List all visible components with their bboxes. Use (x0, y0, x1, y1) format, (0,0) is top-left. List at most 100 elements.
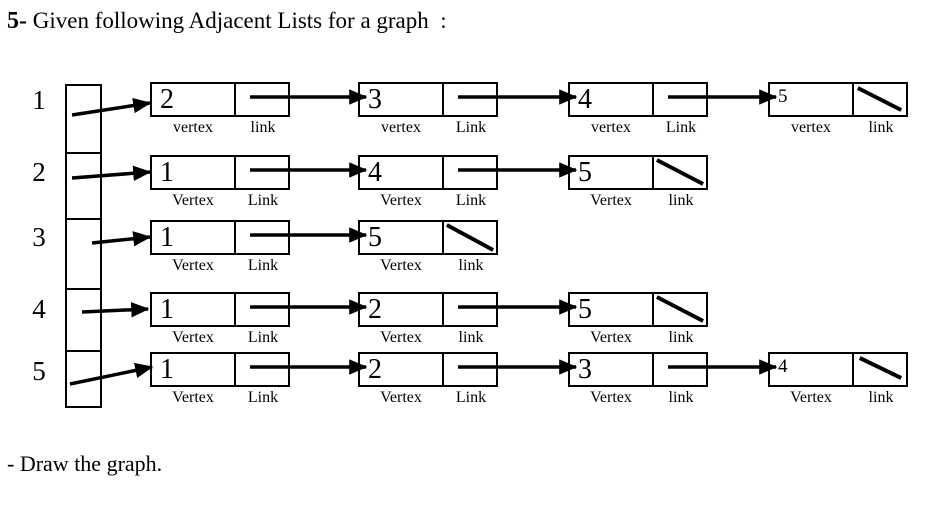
vertex-cell: 3 (570, 354, 654, 385)
list-node: 3 vertex Link (358, 82, 498, 136)
vertex-cell: 2 (360, 294, 444, 325)
vertex-cell: 1 (152, 157, 236, 188)
vertex-cell: 4 (570, 84, 654, 115)
vertex-cell: 5 (360, 222, 444, 253)
list-node: 1 Vertex Link (150, 220, 290, 274)
vertex-cell: 2 (360, 354, 444, 385)
vertex-label: Vertex (172, 257, 214, 274)
list-node: 2 Vertex Link (358, 352, 498, 406)
link-cell (236, 354, 288, 385)
link-cell (236, 222, 288, 253)
vertex-label: Vertex (172, 192, 214, 209)
vertex-value: 3 (368, 84, 382, 115)
vertex-value: 4 (778, 356, 788, 377)
link-cell (236, 84, 288, 115)
link-cell (654, 294, 706, 325)
row-index-5: 5 (32, 356, 46, 386)
vertex-cell: 1 (152, 354, 236, 385)
vertex-label: Vertex (172, 329, 214, 346)
list-node-terminal: 5 Vertex link (568, 155, 708, 209)
pointer-cell-4 (67, 290, 100, 352)
vertex-label: Vertex (172, 389, 214, 406)
vertex-value: 5 (578, 157, 592, 188)
vertex-cell: 4 (360, 157, 444, 188)
list-node: 1 Vertex Link (150, 155, 290, 209)
vertex-cell: 1 (152, 222, 236, 253)
vertex-value: 1 (160, 354, 174, 385)
link-cell (236, 157, 288, 188)
link-label: Link (455, 119, 487, 136)
vertex-cell: 5 (770, 84, 854, 115)
vertex-value: 4 (368, 157, 382, 188)
vertex-cell: 1 (152, 294, 236, 325)
vertex-value: 2 (368, 354, 382, 385)
link-label: Link (665, 119, 697, 136)
list-node: 3 Vertex link (568, 352, 708, 406)
link-label: Link (247, 192, 279, 209)
vertex-cell: 5 (570, 157, 654, 188)
link-label: Link (247, 257, 279, 274)
vertex-value: 1 (160, 222, 174, 253)
link-label: link (458, 257, 484, 274)
list-node: 2 vertex link (150, 82, 290, 136)
question-text: Given following Adjacent Lists for a gra… (27, 8, 447, 33)
row-index-2: 2 (32, 157, 46, 187)
row-index-4: 4 (32, 294, 46, 324)
list-node-terminal: 5 Vertex link (568, 292, 708, 346)
vertex-cell: 3 (360, 84, 444, 115)
link-label: Link (455, 389, 487, 406)
list-node: 4 vertex Link (568, 82, 708, 136)
row-index-3: 3 (32, 222, 46, 252)
vertex-label: vertex (381, 119, 421, 136)
vertex-label: Vertex (590, 329, 632, 346)
vertex-value: 5 (578, 294, 592, 325)
vertex-label: vertex (173, 119, 213, 136)
link-cell (654, 354, 706, 385)
link-cell (444, 157, 496, 188)
vertex-value: 4 (578, 84, 592, 115)
row-index-1: 1 (32, 85, 46, 115)
link-cell (654, 84, 706, 115)
vertex-value: 2 (368, 294, 382, 325)
vertex-value: 1 (160, 157, 174, 188)
pointer-cell-5 (67, 352, 100, 406)
list-node-terminal: 4 Vertex link (768, 352, 908, 406)
null-slash-icon (656, 158, 704, 186)
vertex-label: vertex (791, 119, 831, 136)
question-title: 5- Given following Adjacent Lists for a … (7, 8, 447, 35)
link-cell (654, 157, 706, 188)
list-node: 1 Vertex Link (150, 292, 290, 346)
vertex-label: Vertex (590, 192, 632, 209)
list-node-terminal: 5 Vertex link (358, 220, 498, 274)
vertex-label: Vertex (380, 257, 422, 274)
vertex-label: Vertex (380, 192, 422, 209)
link-cell (444, 222, 496, 253)
null-slash-icon (857, 86, 903, 112)
pointer-cell-2 (67, 154, 100, 220)
pointer-cell-3 (67, 220, 100, 290)
vertex-value: 5 (368, 222, 382, 253)
pointer-cell-1 (67, 86, 100, 154)
link-label: link (458, 329, 484, 346)
vertex-label: Vertex (380, 389, 422, 406)
list-node: 2 Vertex link (358, 292, 498, 346)
link-label: link (668, 329, 694, 346)
link-label: Link (247, 389, 279, 406)
vertex-cell: 2 (152, 84, 236, 115)
null-slash-icon (445, 223, 495, 252)
vertex-value: 3 (578, 354, 592, 385)
vertex-label: vertex (591, 119, 631, 136)
vertex-value: 1 (160, 294, 174, 325)
link-label: link (868, 119, 894, 136)
vertex-label: Vertex (380, 329, 422, 346)
link-cell (444, 354, 496, 385)
null-slash-icon (858, 356, 902, 380)
vertex-label: Vertex (790, 389, 832, 406)
null-slash-icon (656, 295, 704, 323)
vertex-cell: 4 (770, 354, 854, 385)
link-label: Link (247, 329, 279, 346)
link-cell (444, 84, 496, 115)
link-label: link (668, 389, 694, 406)
pointer-array (65, 84, 102, 408)
